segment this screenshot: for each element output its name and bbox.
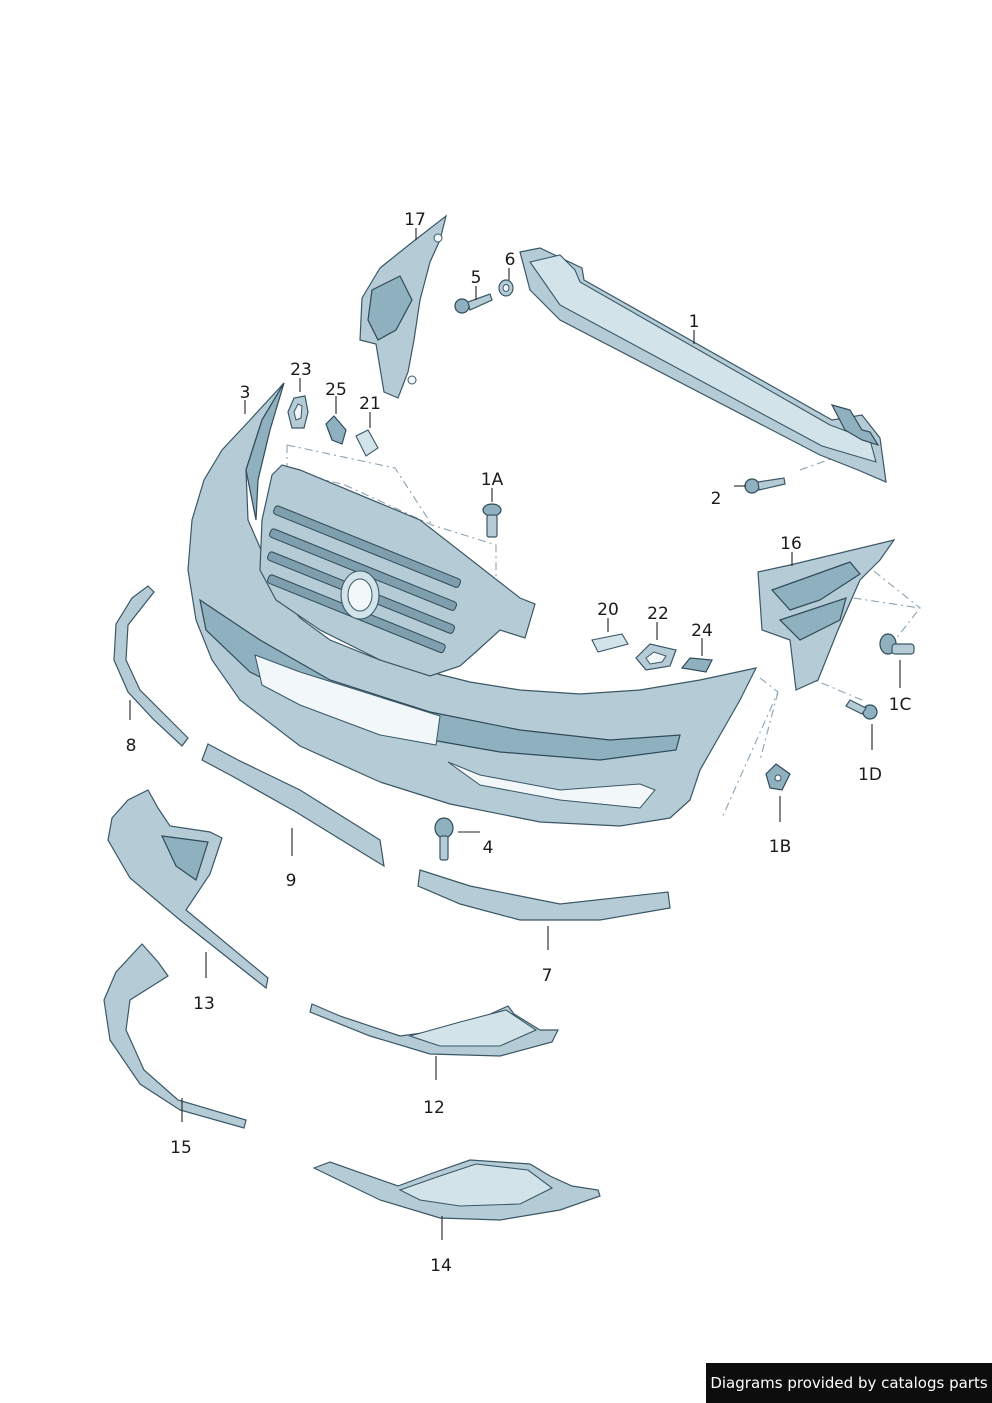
callout-2: 2 xyxy=(711,489,722,509)
screw-part-1A xyxy=(482,503,502,538)
bracket-part-17 xyxy=(359,214,448,399)
spoiler-part-13 xyxy=(107,789,269,990)
callout-6: 6 xyxy=(505,250,516,270)
callout-1A: 1A xyxy=(481,470,504,490)
leader-lines xyxy=(129,228,901,1240)
bolt-part-1C xyxy=(879,633,915,655)
trim-part-9 xyxy=(201,743,385,868)
trim-part-7 xyxy=(417,869,671,921)
callout-8: 8 xyxy=(126,736,137,756)
callout-5: 5 xyxy=(471,268,482,288)
washer-part-6 xyxy=(498,279,514,297)
screw-part-1D xyxy=(845,699,878,720)
side-bracket-part-16 xyxy=(757,539,896,691)
impact-bar-part-1 xyxy=(519,247,887,483)
callout-labels: 1 1A 1B 1C 1D 2 3 4 5 6 7 8 9 12 13 14 1… xyxy=(126,210,912,1276)
attribution-text: Diagrams provided by catalogs parts xyxy=(710,1374,988,1392)
callout-25: 25 xyxy=(325,380,347,400)
callout-13: 13 xyxy=(193,994,215,1014)
callout-15: 15 xyxy=(170,1138,192,1158)
callout-17: 17 xyxy=(404,210,426,230)
frame-part-23 xyxy=(287,395,309,429)
callout-1B: 1B xyxy=(769,837,791,857)
callout-14: 14 xyxy=(430,1256,452,1276)
bumper-cover-part-3 xyxy=(187,382,758,827)
callout-23: 23 xyxy=(290,360,312,380)
callout-12: 12 xyxy=(423,1098,445,1118)
spoiler-part-14 xyxy=(312,1159,601,1221)
cap-part-21 xyxy=(355,429,379,457)
trim-part-8 xyxy=(113,585,189,747)
cover-part-25 xyxy=(325,415,347,445)
screw-part-5 xyxy=(454,293,493,314)
screw-part-2 xyxy=(744,477,786,494)
attribution-footer: Diagrams provided by catalogs parts xyxy=(706,1363,992,1403)
callout-1: 1 xyxy=(689,312,700,332)
callout-16: 16 xyxy=(780,534,802,554)
spoiler-part-12 xyxy=(309,1003,559,1057)
callout-20: 20 xyxy=(597,600,619,620)
spoiler-part-15 xyxy=(103,943,247,1129)
frame-part-22 xyxy=(635,643,677,671)
callout-3: 3 xyxy=(240,383,251,403)
callout-4: 4 xyxy=(483,838,494,858)
clip-part-1B xyxy=(765,763,791,791)
callout-7: 7 xyxy=(542,966,553,986)
bolt-part-4 xyxy=(434,817,454,861)
callout-9: 9 xyxy=(286,871,297,891)
bracket-part-24 xyxy=(680,657,713,673)
cap-part-20 xyxy=(591,633,629,653)
callout-22: 22 xyxy=(647,604,669,624)
callout-1D: 1D xyxy=(858,765,882,785)
callout-21: 21 xyxy=(359,394,381,414)
callout-1C: 1C xyxy=(889,695,912,715)
grille xyxy=(259,464,536,677)
callout-24: 24 xyxy=(691,621,713,641)
